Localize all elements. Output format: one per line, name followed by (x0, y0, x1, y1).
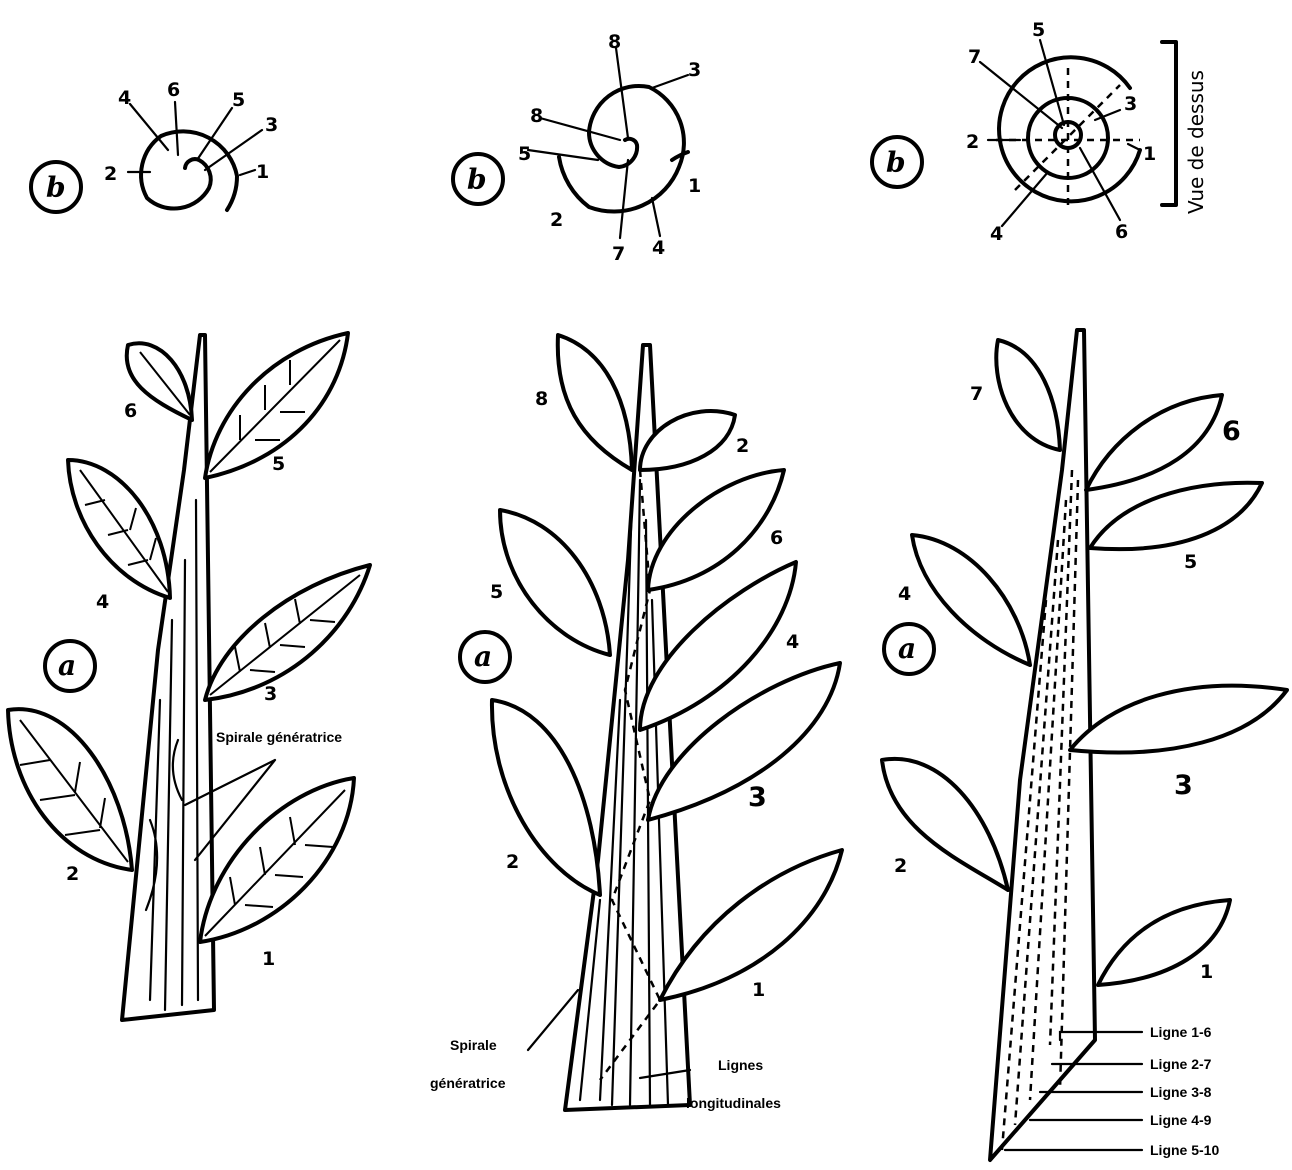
spiral-label: 4 (118, 87, 131, 109)
panel-2-stem-view: a 8 2 6 5 4 3 2 1 Spirale génératrice L (430, 335, 842, 1111)
leaf-label: 3 (1174, 770, 1193, 801)
pointer (240, 170, 255, 175)
panel-1-top-view: b 4 6 5 3 2 1 (31, 79, 278, 212)
spiral-label: 2 (966, 131, 979, 153)
spiral-label: 4 (652, 237, 665, 259)
line-label: Ligne 5-10 (1150, 1142, 1219, 1158)
line-label: Ligne 2-7 (1150, 1056, 1212, 1072)
leaf (500, 510, 610, 655)
leaf (1086, 395, 1222, 490)
annotation-spiral: génératrice (430, 1075, 506, 1091)
annotation-spiral: Spirale génératrice (216, 729, 342, 745)
panel-3: b 7 5 3 2 1 4 6 Vue de dessus a (872, 19, 1287, 1160)
leaf-label: 6 (124, 400, 137, 422)
spiral-label: 3 (265, 114, 278, 136)
spiral-line (141, 131, 237, 210)
spiral-label: 7 (968, 46, 981, 68)
spiral-label: 2 (550, 209, 563, 231)
leaf (558, 335, 632, 470)
leaf-label: 1 (1200, 961, 1213, 983)
spiral-label: 3 (1124, 93, 1137, 115)
leaf-label: 5 (490, 581, 503, 603)
pointer (1128, 144, 1140, 150)
leaf (912, 535, 1030, 665)
leaf-label: 2 (506, 851, 519, 873)
leaf-label: 4 (898, 583, 911, 605)
leaf-label: 7 (970, 383, 983, 405)
spiral-label: 8 (608, 31, 621, 53)
badge-a: a (58, 649, 76, 682)
panel-1: b 4 6 5 3 2 1 a (8, 79, 370, 1020)
leaf-label: 2 (894, 855, 907, 877)
leaf (648, 470, 784, 590)
top-view-caption: Vue de dessus (1184, 70, 1208, 214)
spiral-label: 5 (232, 89, 245, 111)
pointer (528, 150, 598, 160)
panel-2: b 8 3 8 5 2 7 4 1 a (430, 31, 842, 1111)
pointer (175, 102, 178, 155)
top-view-bracket (1162, 42, 1176, 205)
spiral-label: 4 (990, 223, 1003, 245)
badge-b: b (467, 163, 487, 196)
pointer (652, 75, 688, 88)
pointer (616, 48, 628, 138)
badge-a: a (474, 640, 492, 673)
badge-b: b (46, 171, 66, 204)
panel-3-top-view: b 7 5 3 2 1 4 6 Vue de dessus (872, 19, 1208, 245)
leaf-label: 5 (272, 453, 285, 475)
line-label: Ligne 1-6 (1150, 1024, 1212, 1040)
leaf-vein (210, 575, 360, 695)
spiral-label: 1 (688, 175, 701, 197)
spiral-label: 1 (256, 161, 269, 183)
line-label: Ligne 3-8 (1150, 1084, 1212, 1100)
pointer (620, 160, 628, 238)
line-label: Ligne 4-9 (1150, 1112, 1212, 1128)
spiral-label: 5 (1032, 19, 1045, 41)
panel-3-stem-view: a 7 6 5 4 3 2 1 Ligne (882, 330, 1287, 1160)
annotation-lines: Lignes (718, 1057, 763, 1073)
leaf (996, 340, 1060, 450)
badge-b: b (886, 146, 906, 179)
leaf (660, 850, 842, 1000)
leaf-label: 4 (96, 591, 109, 613)
panel-1-stem-view: a 6 5 4 3 2 1 Spirale génératrice (8, 333, 370, 1020)
panel-2-top-view: b 8 3 8 5 2 7 4 1 (453, 31, 701, 265)
spiral-label: 7 (612, 243, 625, 265)
leaf (68, 460, 170, 598)
leaf-label: 5 (1184, 551, 1197, 573)
leaf-label: 3 (264, 683, 277, 705)
spiral-label: 3 (688, 59, 701, 81)
pointer (652, 198, 660, 236)
spiral-label: 1 (1143, 143, 1156, 165)
spiral-label: 8 (530, 105, 543, 127)
leaf (8, 709, 132, 870)
leaf-label: 1 (262, 948, 275, 970)
leaf-label: 8 (535, 388, 548, 410)
leaf-label: 6 (770, 527, 783, 549)
stem (122, 335, 214, 1020)
leaf-label: 4 (786, 631, 799, 653)
leaf (1090, 483, 1262, 549)
leaf-label: 3 (748, 782, 767, 813)
annotation-pointer (528, 990, 578, 1050)
leaf-label: 6 (1222, 416, 1241, 447)
annotation-lines: longitudinales (686, 1095, 781, 1111)
spiral-label: 5 (518, 143, 531, 165)
pointer (540, 118, 620, 140)
leaf-label: 1 (752, 979, 765, 1001)
annotation-spiral: Spirale (450, 1037, 497, 1053)
spiral-label: 6 (167, 79, 180, 101)
spiral-label: 2 (104, 163, 117, 185)
spiral-label: 6 (1115, 221, 1128, 243)
leaf-label: 2 (66, 863, 79, 885)
leaf-label: 2 (736, 435, 749, 457)
leaf (1070, 686, 1287, 753)
pointer (130, 104, 168, 150)
badge-a: a (898, 632, 916, 665)
